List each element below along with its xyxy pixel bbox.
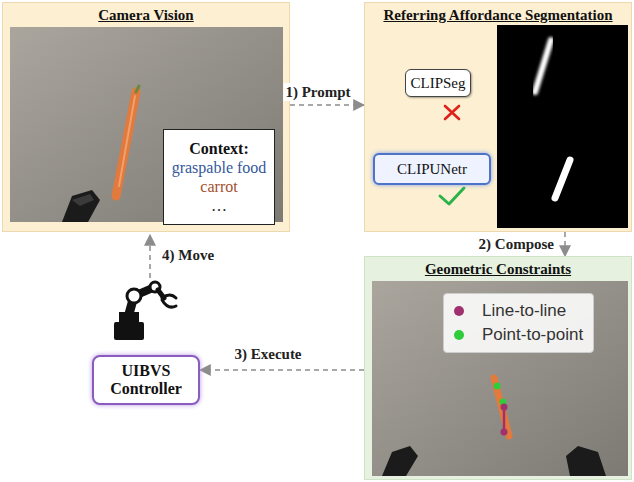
legend-item: Point-to-point (454, 323, 583, 347)
panel-heading: Camera Vision (98, 6, 193, 24)
box-text: graspable food (172, 158, 267, 177)
success-check (440, 188, 464, 204)
step-label: 4) Move (160, 246, 216, 264)
box-text: carrot (200, 177, 237, 196)
box-text: Context: (189, 139, 249, 158)
panel: Geometric Constraints (364, 256, 632, 480)
panel-ground (364, 256, 632, 480)
step-label: 2) Compose (477, 235, 556, 253)
panel-ground (364, 2, 632, 232)
step-label: 3) Execute (232, 345, 303, 363)
panel: Referring Affordance SegmentationCLIPSeg… (364, 2, 632, 232)
box-text: CLIPUNetr (397, 161, 467, 178)
step-label: 1) Prompt (283, 83, 352, 101)
panel-heading: Geometric Constraints (425, 260, 571, 278)
legend-swatch (454, 330, 464, 340)
panel-ground (2, 2, 290, 232)
dashed-arrow (200, 369, 364, 371)
move-arrow (149, 235, 151, 278)
legend-text: Point-to-point (482, 323, 583, 347)
dashed-arrow (564, 232, 566, 256)
model-box: CLIPUNetr (373, 153, 491, 185)
context-box: Context:graspable foodcarrot… (163, 129, 275, 225)
controller-box: UIBVS Controller (92, 355, 200, 405)
fail-cross (445, 106, 459, 119)
legend-item: Line-to-line (454, 299, 583, 323)
box-text: CLIPSeg (411, 75, 466, 92)
legend-box: Line-to-linePoint-to-point (443, 293, 594, 353)
constraint-photo (372, 281, 628, 476)
robot-arm-icon (114, 282, 176, 340)
dashed-arrow (290, 104, 364, 106)
segmentation-mask (497, 25, 628, 228)
model-box: CLIPSeg (405, 69, 471, 97)
legend-swatch (454, 306, 464, 316)
legend-text: Line-to-line (482, 299, 566, 323)
panel-heading: Referring Affordance Segmentation (383, 6, 612, 24)
box-text: … (211, 196, 227, 215)
box-text: UIBVS Controller (100, 362, 192, 398)
panel: Camera VisionContext:graspable foodcarro… (2, 2, 290, 232)
